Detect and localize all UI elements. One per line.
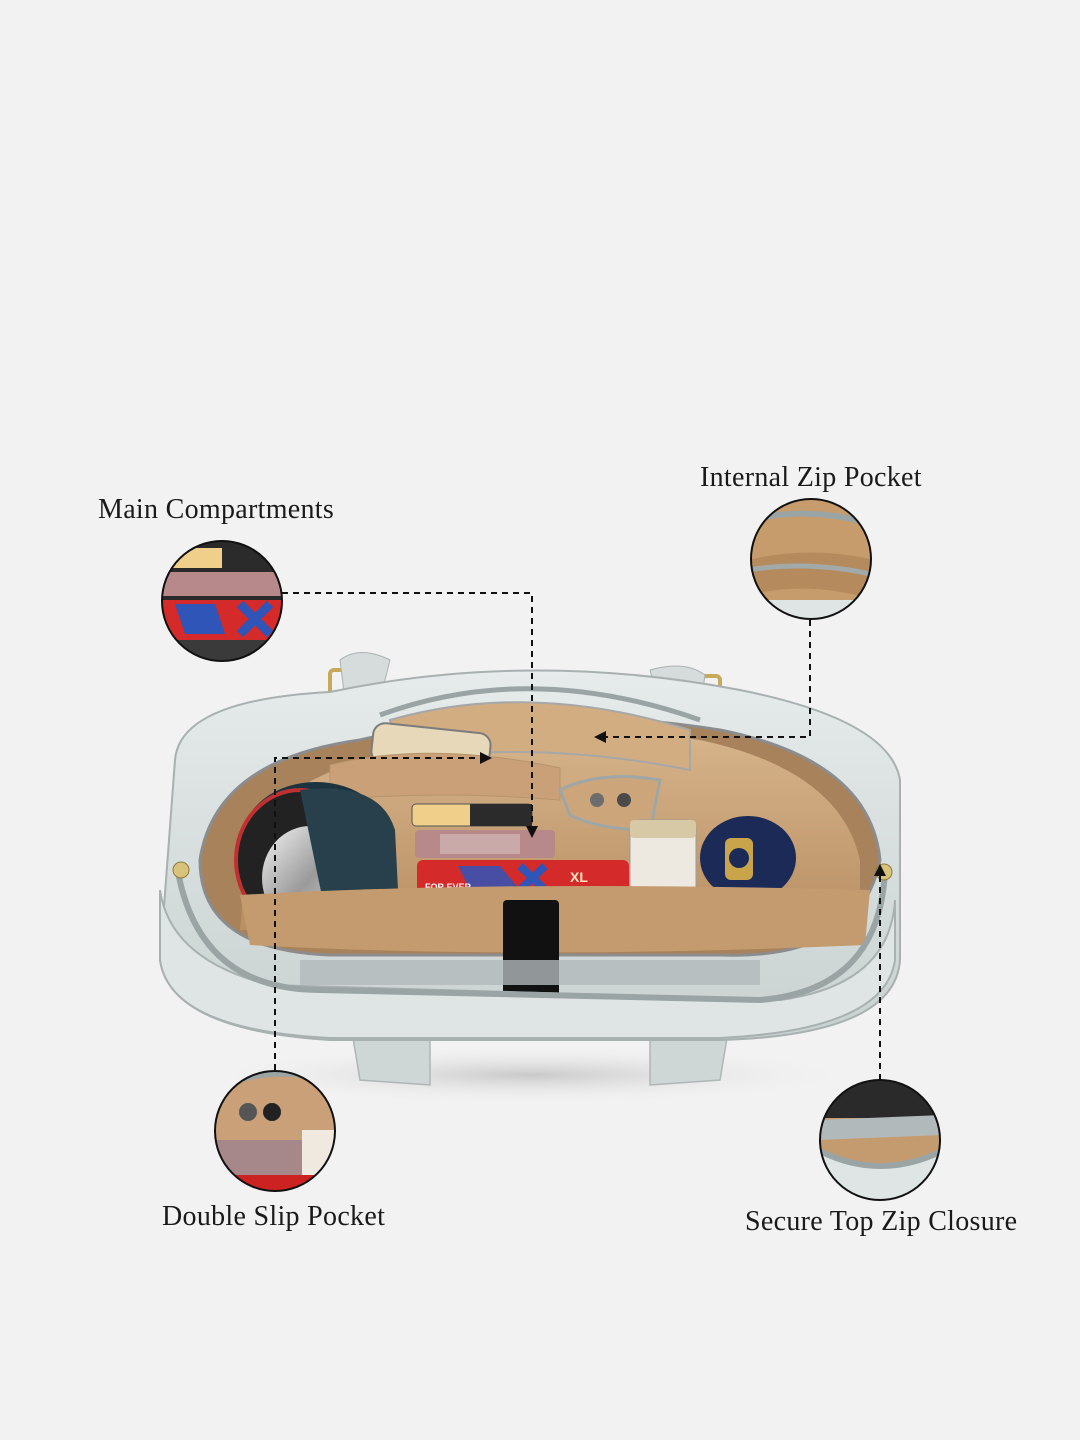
zip-track-main — [175, 869, 888, 1004]
pen-cap-2 — [617, 793, 631, 807]
detail-circle-secure-border — [819, 1079, 941, 1201]
pen-cap-1 — [590, 793, 604, 807]
detail-circle-zip-border — [750, 498, 872, 620]
detail-circle-slip-border — [214, 1070, 336, 1192]
zip-track-top — [379, 686, 701, 723]
pen-pocket — [558, 775, 662, 832]
detail-circle-main-border — [161, 540, 283, 662]
leader-arrowheads — [480, 731, 886, 876]
leader-main-compartments — [282, 592, 533, 832]
zip-pull-left — [172, 861, 190, 879]
label-secure-top-zip-closure: Secure Top Zip Closure — [745, 1206, 1018, 1237]
label-internal-zip-pocket: Internal Zip Pocket — [700, 462, 922, 493]
callout-leaders — [274, 592, 881, 1080]
label-main-compartments: Main Compartments — [98, 494, 335, 525]
laptop-edge — [300, 960, 760, 985]
deodorant-tagline: FOR EVER — [425, 882, 472, 892]
leader-double-slip-pocket — [274, 757, 486, 1070]
label-double-slip-pocket: Double Slip Pocket — [162, 1201, 386, 1232]
slip-pocket-flap — [329, 752, 561, 801]
leader-internal-zip-pocket — [600, 620, 811, 738]
detail-circle-main-compartments — [162, 541, 282, 661]
deodorant-brand: XL — [570, 869, 588, 885]
detail-circle-internal-zip — [751, 499, 871, 619]
